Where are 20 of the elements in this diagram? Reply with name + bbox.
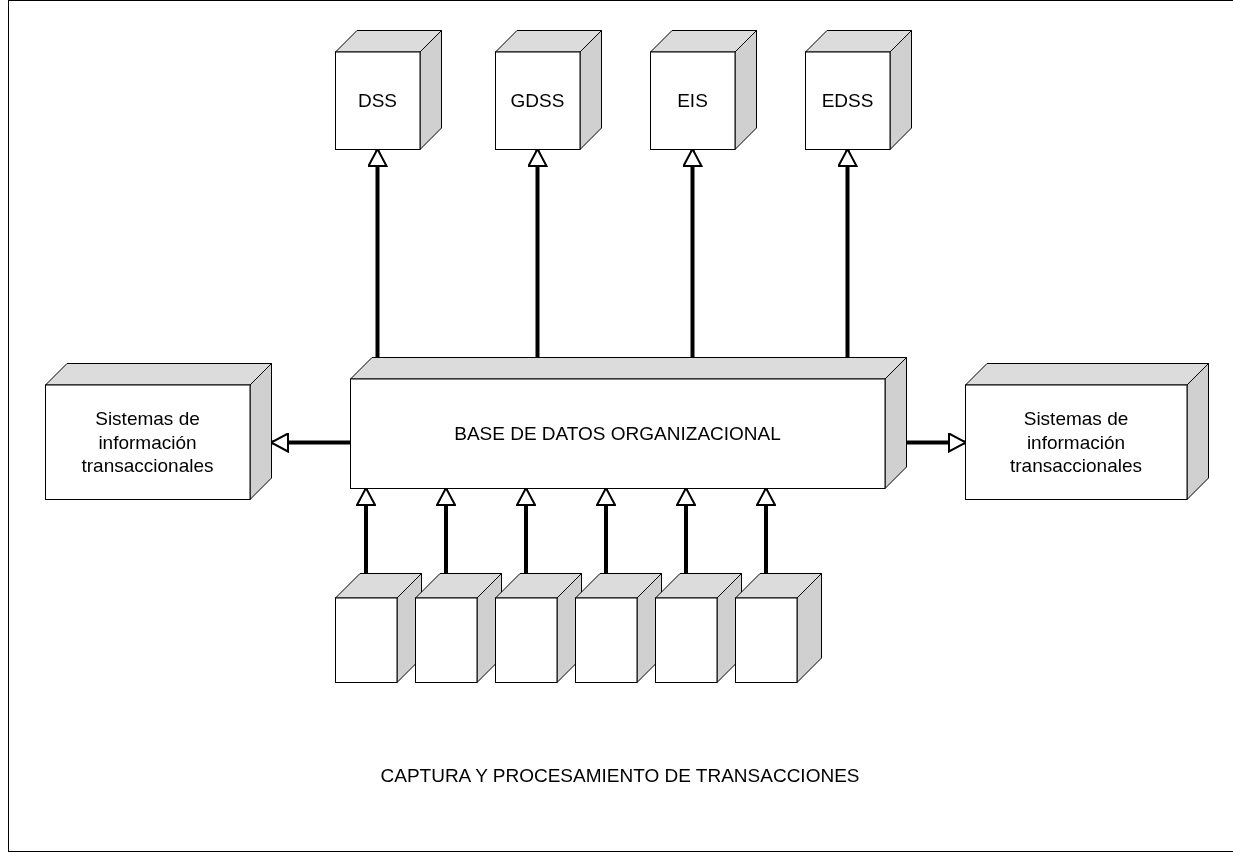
arrow — [756, 487, 776, 573]
box-label: EDSS — [821, 89, 874, 113]
arrow — [516, 487, 536, 573]
arrow — [356, 487, 376, 573]
box-label: Sistemas de información transaccionales — [80, 406, 215, 479]
box-label: DSS — [357, 89, 398, 113]
arrow — [527, 148, 548, 357]
caption-label: CAPTURA Y PROCESAMIENTO DE TRANSACCIONES — [379, 764, 861, 788]
arrow — [596, 487, 616, 573]
arrow — [436, 487, 456, 573]
box-label: Sistemas de información transaccionales — [1009, 406, 1143, 479]
arrow — [367, 148, 388, 357]
arrow — [676, 487, 696, 573]
arrow — [682, 148, 703, 357]
arrow — [270, 432, 350, 453]
box-label: GDSS — [510, 89, 565, 113]
box-label: BASE DE DATOS ORGANIZACIONAL — [454, 422, 781, 446]
arrow — [837, 148, 858, 357]
arrow — [907, 432, 967, 453]
box-label: EIS — [677, 89, 708, 113]
